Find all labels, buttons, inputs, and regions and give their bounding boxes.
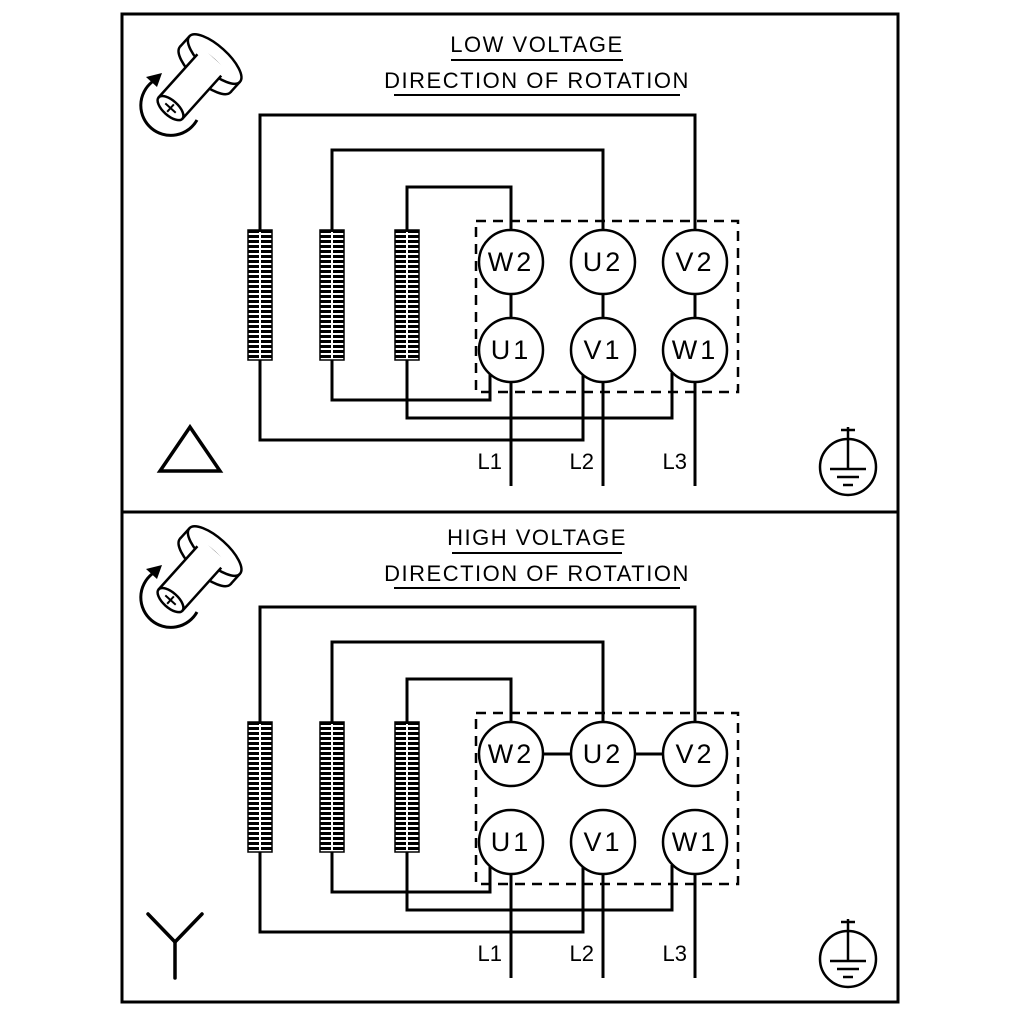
terminal-circle xyxy=(661,720,729,788)
terminal-u2: U2 xyxy=(569,720,637,788)
phase-wires-bottom xyxy=(258,360,674,442)
wire-coil3-to-w2 xyxy=(405,677,513,724)
star-connection-icon xyxy=(146,912,204,980)
terminal-u1: U1 xyxy=(477,316,545,384)
terminal-label: V1 xyxy=(583,335,622,365)
motor-shaft-rotation-icon xyxy=(138,25,251,138)
terminal-circle xyxy=(661,316,729,384)
winding-coil-1 xyxy=(247,229,273,361)
terminal-v1: V1 xyxy=(569,316,637,384)
supply-leads: L1 L2 L3 xyxy=(478,874,697,978)
wire-coil3-to-w1 xyxy=(405,360,674,420)
terminal-box xyxy=(474,711,740,886)
wire-coil1-to-v2 xyxy=(258,605,697,724)
winding-coil-3 xyxy=(394,721,420,853)
terminal-box xyxy=(474,219,740,394)
terminal-label: W1 xyxy=(672,335,719,365)
terminal-circle xyxy=(477,316,545,384)
terminal-circle xyxy=(661,808,729,876)
delta-jumpers xyxy=(509,294,697,318)
terminal-circle xyxy=(569,316,637,384)
panel-subtitle: DIRECTION OF ROTATION xyxy=(384,561,690,586)
terminal-label: U2 xyxy=(583,247,624,277)
phase-wires-top xyxy=(258,113,697,232)
panel-title: LOW VOLTAGE xyxy=(450,32,623,57)
wire-coil1-to-v2 xyxy=(258,113,697,232)
terminal-label: W1 xyxy=(672,827,719,857)
supply-label-l2: L2 xyxy=(570,449,594,474)
wire-coil2-to-u2 xyxy=(330,640,605,724)
terminal-w1: W1 xyxy=(661,316,729,384)
terminal-circle xyxy=(477,808,545,876)
wire-coil2-to-u1 xyxy=(330,360,492,402)
supply-label-l1: L1 xyxy=(478,941,502,966)
winding-coil-3 xyxy=(394,229,420,361)
panel-title: HIGH VOLTAGE xyxy=(447,525,627,550)
terminal-label: V2 xyxy=(675,247,714,277)
winding-coil-1 xyxy=(247,721,273,853)
earth-ground-icon xyxy=(818,917,878,989)
terminal-circle xyxy=(569,808,637,876)
wire-coil2-to-u2 xyxy=(330,148,605,232)
terminal-circle xyxy=(477,720,545,788)
terminal-label: U1 xyxy=(491,335,532,365)
terminal-u2: U2 xyxy=(569,228,637,296)
stator-windings xyxy=(247,229,420,361)
winding-coil-2 xyxy=(319,229,345,361)
terminal-label: V1 xyxy=(583,827,622,857)
terminal-v2: V2 xyxy=(661,720,729,788)
terminal-circle xyxy=(661,228,729,296)
supply-label-l3: L3 xyxy=(663,449,687,474)
phase-wires-bottom xyxy=(258,852,674,934)
supply-label-l2: L2 xyxy=(570,941,594,966)
supply-label-l1: L1 xyxy=(478,449,502,474)
wire-coil1-to-v1 xyxy=(258,852,585,934)
terminal-w2: W2 xyxy=(477,228,545,296)
terminal-circle xyxy=(569,228,637,296)
terminal-label: W2 xyxy=(488,247,535,277)
terminal-w1: W1 xyxy=(661,808,729,876)
wire-coil3-to-w2 xyxy=(405,185,513,232)
stator-windings xyxy=(247,721,420,853)
panel-subtitle: DIRECTION OF ROTATION xyxy=(384,68,690,93)
wire-coil1-to-v1 xyxy=(258,360,585,442)
terminal-circle xyxy=(569,720,637,788)
terminal-label: W2 xyxy=(488,739,535,769)
terminal-u1: U1 xyxy=(477,808,545,876)
supply-label-l3: L3 xyxy=(663,941,687,966)
terminal-v1: V1 xyxy=(569,808,637,876)
wire-coil2-to-u1 xyxy=(330,852,492,894)
motor-shaft-rotation-icon xyxy=(138,517,251,630)
low-voltage-panel: LOW VOLTAGE DIRECTION OF ROTATION xyxy=(138,25,878,497)
terminal-circle xyxy=(477,228,545,296)
terminal-label: U2 xyxy=(583,739,624,769)
wire-coil3-to-w1 xyxy=(405,852,674,912)
diagram-border xyxy=(120,12,900,1004)
high-voltage-panel: HIGH VOLTAGE DIRECTION OF ROTATION xyxy=(138,517,878,989)
winding-coil-2 xyxy=(319,721,345,853)
terminal-w2: W2 xyxy=(477,720,545,788)
terminal-label: U1 xyxy=(491,827,532,857)
terminal-v2: V2 xyxy=(661,228,729,296)
phase-wires-top xyxy=(258,605,697,724)
supply-leads: L1 L2 L3 xyxy=(478,382,697,486)
delta-connection-icon xyxy=(156,423,224,473)
earth-ground-icon xyxy=(818,425,878,497)
terminal-label: V2 xyxy=(675,739,714,769)
